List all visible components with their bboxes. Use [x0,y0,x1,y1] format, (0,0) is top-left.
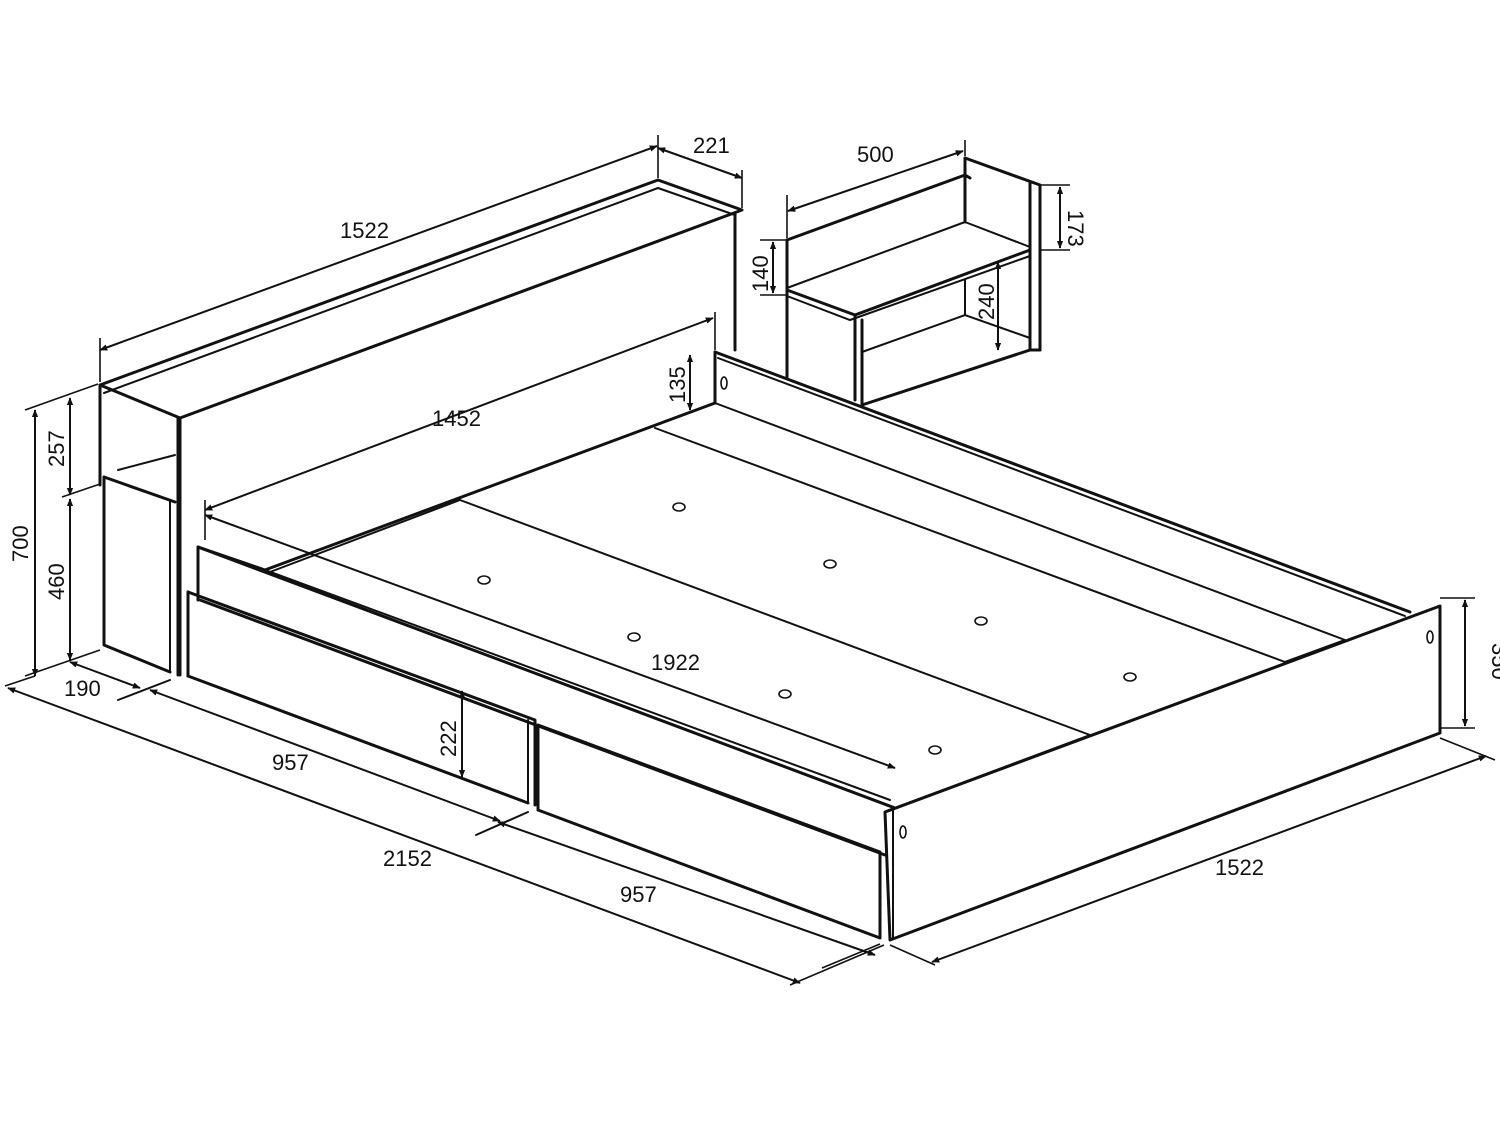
label-inner-width: 1452 [432,406,481,431]
label-drawer-length-1: 957 [272,750,309,775]
hole [672,502,686,512]
hole [477,575,491,585]
label-drawer-length-2: 957 [620,882,657,907]
label-footboard-height: 350 [1487,643,1500,680]
dimension-labels: 1522 221 500 173 140 240 135 1452 700 25… [8,133,1500,907]
label-drawer-height: 222 [436,720,461,757]
dimension-lines [4,135,1496,986]
label-nightstand-back-height: 140 [748,255,773,292]
nightstand-shelf [785,156,1042,407]
bolt-hole [899,825,907,839]
hole [928,745,942,755]
label-headboard-depth: 221 [693,133,730,158]
bolt-hole [720,376,728,390]
label-upper-shelf-height: 257 [44,430,69,467]
hole [627,632,641,642]
label-side-rail-height: 135 [665,366,690,403]
label-headboard-length: 1522 [340,218,389,243]
label-total-length: 2152 [383,846,432,871]
label-headboard-base-depth: 190 [64,676,101,701]
label-footboard-width: 1522 [1215,855,1264,880]
hole [974,616,988,626]
label-nightstand-top-height: 173 [1063,210,1088,247]
hole [778,689,792,699]
hole [1123,672,1137,682]
label-total-height: 700 [8,525,33,562]
bolt-hole [1426,630,1434,644]
bed-frame [186,350,1442,942]
label-lower-height: 460 [44,563,69,600]
label-nightstand-width: 500 [857,142,894,167]
label-inner-length: 1922 [651,650,700,675]
hole [823,559,837,569]
label-nightstand-opening: 240 [974,283,999,320]
